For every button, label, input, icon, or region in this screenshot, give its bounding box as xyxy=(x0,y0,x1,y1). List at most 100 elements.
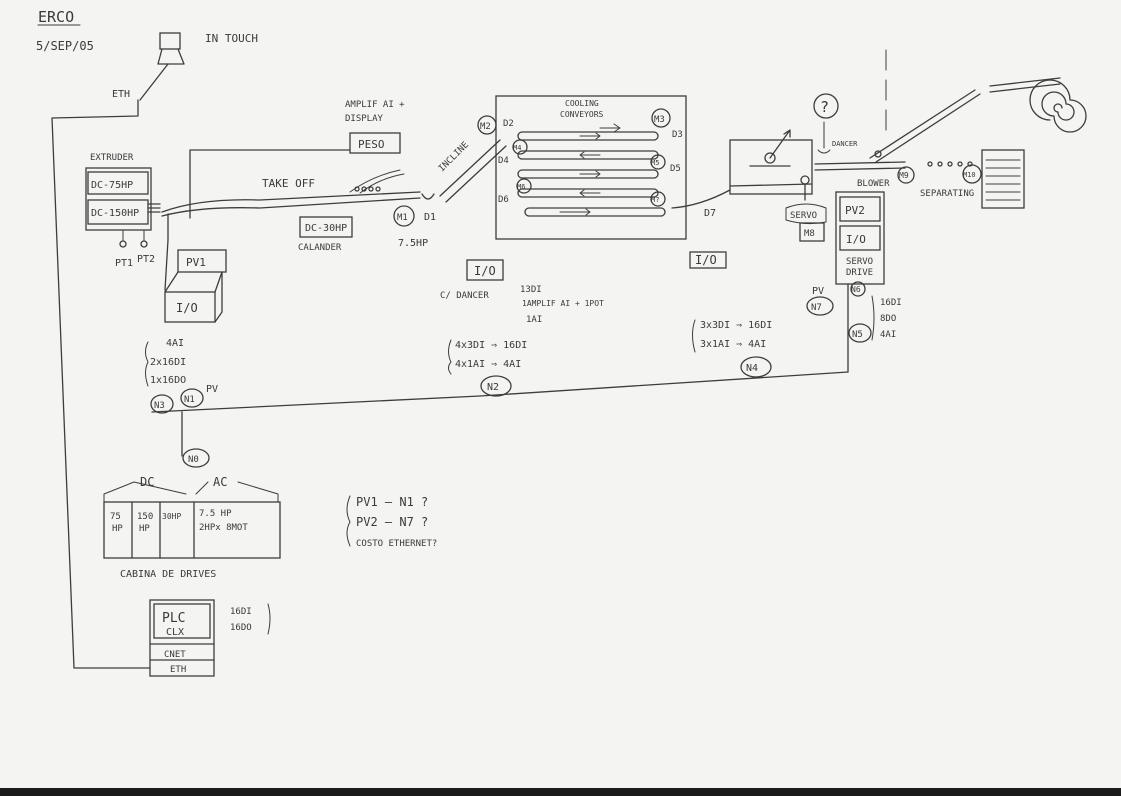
d2-label: D2 xyxy=(503,119,514,129)
peso-label: PESO xyxy=(358,138,385,151)
servo-drive-2: DRIVE xyxy=(846,268,873,278)
cab-150: 150 xyxy=(137,512,153,522)
pv1-node: PV1 I/O 4AI 2x16DI 1x16DO xyxy=(145,213,227,387)
io-mid2-label: I/O xyxy=(695,253,717,267)
mm-label: M? xyxy=(651,196,659,204)
cab-ac2: 2HPx 8MOT xyxy=(199,523,248,533)
cabina-label: CABINA DE DRIVES xyxy=(120,569,216,580)
io-mid-label: I/O xyxy=(474,264,496,278)
takeoff-label: TAKE OFF xyxy=(262,177,315,190)
m6-label: M6 xyxy=(517,183,525,191)
open-questions: PV1 – N1 ? PV2 – N7 ? COSTO ETHERNET? xyxy=(346,495,437,549)
d4-label: D4 xyxy=(498,156,509,166)
mid-4x1: 4x1AI ⇒ 4AI xyxy=(455,359,521,370)
d7-label: D7 xyxy=(704,208,716,219)
m3-label: M3 xyxy=(654,115,665,125)
m5-label: M5 xyxy=(651,159,659,167)
right-3x3: 3x3DI ⇒ 16DI xyxy=(700,320,772,331)
io-right-label: I/O xyxy=(846,233,866,246)
pt2-sensor xyxy=(140,240,148,248)
cooling-conveyors: COOLING CONVEYORS D2 D4 D6 M4 M6 M3 D3 M… xyxy=(495,95,687,240)
d1-label: D1 xyxy=(424,212,436,223)
servo-drive-1: SERVO xyxy=(846,257,873,267)
separating-label: SEPARATING xyxy=(920,189,974,199)
n5-label: N5 xyxy=(852,330,863,340)
m4-label: M4 xyxy=(513,144,521,152)
network-bus: N2 N4 N3 N1 PV N0 xyxy=(150,356,849,468)
ac-label: AC xyxy=(213,475,227,489)
plc-rack: PLC CLX CNET ETH 16DI 16DO xyxy=(149,599,271,677)
plc-label: PLC xyxy=(162,611,185,626)
plc-16do: 16DO xyxy=(230,623,252,633)
ethernet-loop xyxy=(51,99,151,669)
dc150-label: DC-150HP xyxy=(91,208,139,219)
c-danger-label: C/ DANCER xyxy=(440,291,489,301)
dc75-label: DC-75HP xyxy=(91,180,133,191)
extruder-label: EXTRUDER xyxy=(90,153,134,163)
dancer-section: D7 SERVO M8 I/O xyxy=(671,129,827,269)
question-3: COSTO ETHERNET? xyxy=(356,539,437,549)
cab-ac1: 7.5 HP xyxy=(199,509,232,519)
eth-top-label: ETH xyxy=(112,89,130,100)
company-name: ERCO xyxy=(38,8,74,26)
mid-4x3: 4x3DI ⇒ 16DI xyxy=(455,340,527,351)
pv2-cabinet: PV2 I/O SERVO DRIVE N6 PV N7 N5 16DI 8DO… xyxy=(806,191,902,373)
n7-label: N7 xyxy=(811,303,822,313)
right-16di: 16DI xyxy=(880,298,902,308)
eth-plc-label: ETH xyxy=(170,665,186,675)
extruder: EXTRUDER DC-75HP DC-150HP PT1 PT2 xyxy=(85,153,161,269)
m2-label: M2 xyxy=(480,122,491,132)
mid-amp: 1AMPLIF AI + 1POT xyxy=(522,299,604,308)
cab-75hp: HP xyxy=(112,524,123,534)
mid-io-notes: I/O C/ DANCER 13DI 1AMPLIF AI + 1POT 1AI… xyxy=(440,259,772,375)
cab-30: 30HP xyxy=(162,512,181,521)
pt1-label: PT1 xyxy=(115,258,133,269)
n4-label: N4 xyxy=(746,363,758,374)
n6-label: N6 xyxy=(851,285,861,294)
n0-label: N0 xyxy=(188,455,199,465)
hp75-label: 7.5HP xyxy=(398,238,428,249)
n1-label: N1 xyxy=(184,395,195,405)
blower-section: ? DANCER BLOWER M9 M10 SEPARATING xyxy=(813,49,1087,209)
drives-cabinet: DC AC 75 HP 150 HP 30HP 7.5 HP 2HPx 8MOT… xyxy=(103,475,281,580)
n3-label: N3 xyxy=(154,401,165,411)
dancer-right-label: DANCER xyxy=(832,140,858,148)
scan-edge xyxy=(0,788,1121,796)
monitor-icon xyxy=(159,32,181,50)
incline-label: INCLINE xyxy=(437,140,471,174)
mid-1ai: 1AI xyxy=(526,315,542,325)
intouch-station: IN TOUCH ETH xyxy=(112,32,258,101)
right-8do: 8DO xyxy=(880,314,896,324)
d3-label: D3 xyxy=(672,130,683,140)
mid-13di: 13DI xyxy=(520,285,542,295)
cnet-label: CNET xyxy=(164,650,186,660)
peso-box xyxy=(349,132,401,154)
left-2x16: 2x16DI xyxy=(150,357,186,368)
cab-150hp: HP xyxy=(139,524,150,534)
n2-label: N2 xyxy=(487,382,499,393)
d6-label: D6 xyxy=(498,195,509,205)
question-2: PV2 – N7 ? xyxy=(356,515,428,529)
intouch-label: IN TOUCH xyxy=(205,32,258,45)
pv-left-label: PV xyxy=(206,384,218,395)
cab-75: 75 xyxy=(110,512,121,522)
d5-label: D5 xyxy=(670,164,681,174)
m10-label: M10 xyxy=(963,171,976,179)
amplif-label: AMPLIF AI + xyxy=(345,100,405,110)
left-1x16: 1x16DO xyxy=(150,375,186,386)
servo-label: SERVO xyxy=(790,211,817,221)
clx-label: CLX xyxy=(166,627,184,638)
header: ERCO 5/SEP/05 xyxy=(36,8,94,53)
pv1-label: PV1 xyxy=(186,256,206,269)
take-off-line: TAKE OFF DC-30HP CALANDER M1 D1 7.5HP xyxy=(161,169,436,253)
right-4ai: 4AI xyxy=(880,330,896,340)
io-left-label: I/O xyxy=(176,301,198,315)
cooling-label-2: CONVEYORS xyxy=(560,110,604,119)
peso-unit: AMPLIF AI + DISPLAY PESO xyxy=(189,100,405,219)
dc-label: DC xyxy=(140,475,154,489)
pv-right-label: PV xyxy=(812,286,824,297)
question-mark: ? xyxy=(820,98,829,116)
display-label: DISPLAY xyxy=(345,114,384,124)
plc-16di: 16DI xyxy=(230,607,252,617)
